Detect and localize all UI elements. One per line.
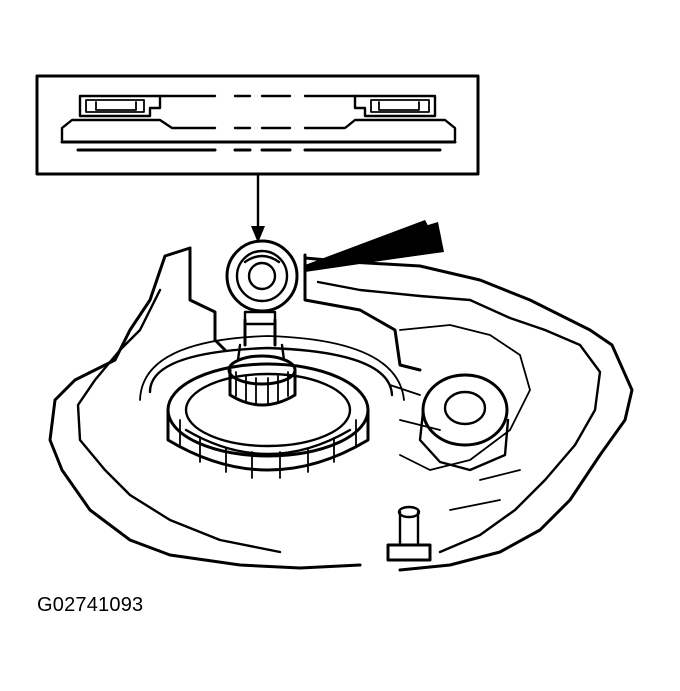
left-seal-inner	[85, 99, 145, 113]
inset-frame	[35, 74, 480, 176]
left-seal-core	[95, 101, 137, 111]
seal-detail-inset	[35, 74, 480, 176]
drum-band	[184, 428, 352, 456]
drum-side	[166, 408, 370, 472]
left-seal-lip	[78, 94, 162, 118]
drum-assembly	[139, 335, 405, 479]
pointer-arrow	[305, 220, 444, 272]
right-seal-core	[378, 101, 420, 111]
case-right-inner	[316, 280, 602, 554]
oil-seal-lip	[243, 254, 281, 264]
oil-seal-mid	[235, 249, 289, 303]
differential-boss	[418, 373, 510, 472]
case-ribs	[389, 384, 521, 511]
inset-leader	[251, 172, 265, 243]
transaxle-case	[48, 246, 634, 572]
right-seal-lip	[353, 94, 437, 118]
shaft-tip	[243, 310, 277, 326]
pointer-arrow-tail	[392, 222, 444, 258]
shaft-gear-teeth	[235, 371, 289, 405]
input-shaft	[227, 310, 297, 407]
seal-body-outline	[60, 118, 457, 142]
leader-arrowhead	[251, 226, 265, 243]
boss-bore	[443, 390, 487, 426]
case-left-outline	[48, 246, 362, 570]
figure-id-label: G02741093	[37, 594, 144, 616]
oil-seal-inner	[247, 261, 277, 291]
shaft-neck	[236, 343, 286, 362]
bolt-shank	[398, 510, 420, 547]
drum-splines	[179, 419, 357, 479]
case-right-outline	[303, 256, 634, 572]
oil-seal	[225, 239, 299, 313]
boss-outer	[421, 373, 509, 447]
case-rib-curve	[399, 324, 531, 471]
case-left-inner	[76, 288, 282, 554]
lower-bolt	[386, 505, 432, 562]
shaft-gear-top	[227, 354, 297, 386]
bolt-head	[386, 543, 432, 562]
shaft-hub	[228, 368, 297, 407]
boss-side	[418, 410, 510, 472]
bolt-tip	[397, 505, 421, 519]
drum-housing-arc-outer	[139, 335, 405, 401]
right-seal-inner	[370, 99, 430, 113]
case-upper-rib	[188, 246, 422, 372]
drum-inner-rim	[184, 372, 352, 448]
drum-housing-arc	[148, 346, 394, 397]
